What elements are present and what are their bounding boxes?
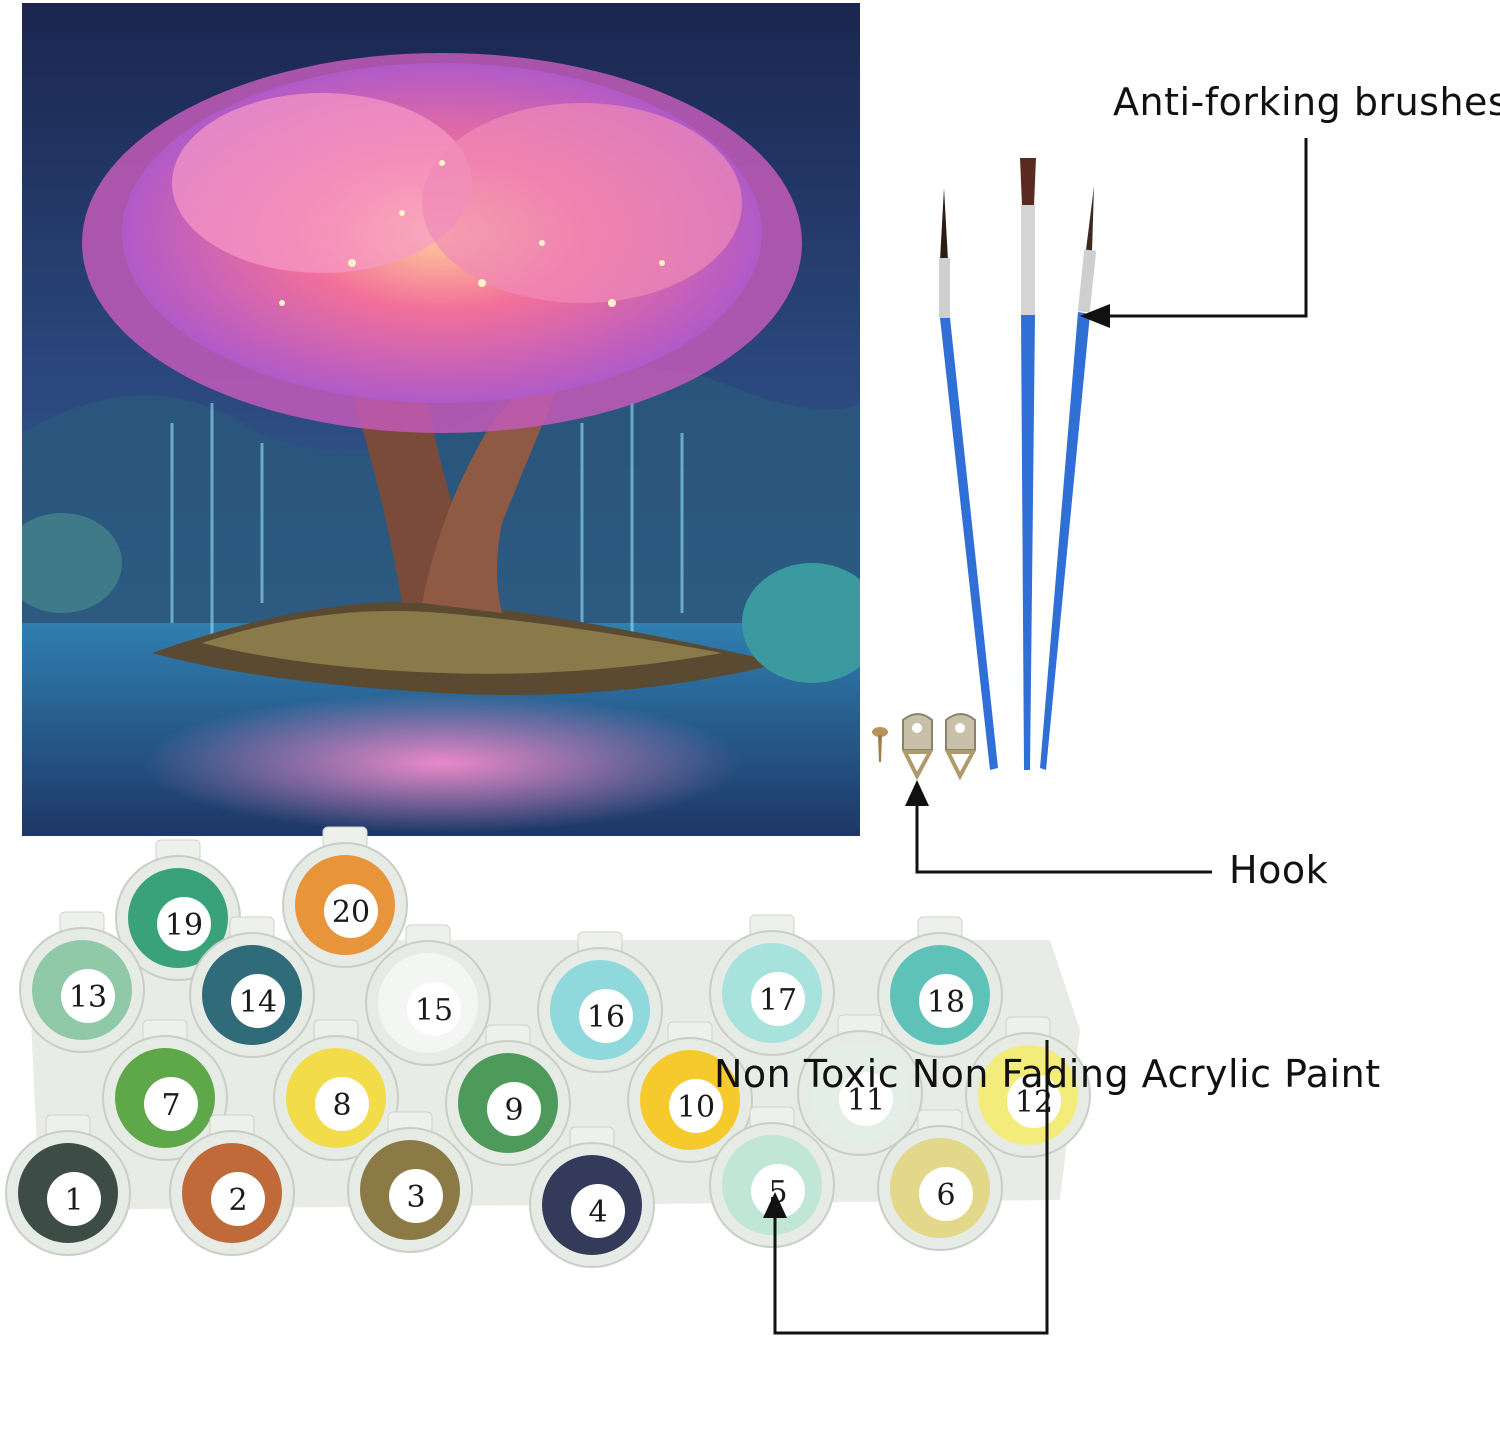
paint-pot-icon: 2	[169, 1114, 295, 1256]
paint-pot-icon: 15	[365, 924, 491, 1066]
paint-pot-icon: 8	[273, 1019, 399, 1161]
paint-pot-icon: 9	[445, 1024, 571, 1166]
paint-pot-icon: 18	[877, 916, 1003, 1058]
paint-pot-icon: 11	[797, 1014, 923, 1156]
paint-pot-number: 20	[332, 895, 370, 930]
hook-icon	[901, 713, 934, 781]
hook-icon	[944, 713, 977, 781]
brush-icon	[1020, 158, 1036, 770]
brushes-callout-line	[1105, 138, 1308, 318]
paint-pot-number: 6	[936, 1178, 955, 1213]
paint-pot-icon: 14	[189, 916, 315, 1058]
paint-pot-icon: 17	[709, 914, 835, 1056]
brush-icon	[939, 188, 998, 770]
paint-pot-icon: 16	[537, 931, 663, 1073]
paint-pot-number: 19	[165, 908, 203, 943]
paint-pot-number: 14	[239, 985, 277, 1020]
hook-callout-line	[915, 800, 1212, 874]
paint-pot-number: 11	[847, 1083, 885, 1118]
hook-arrow-icon	[905, 780, 929, 806]
brush-icon	[1040, 186, 1097, 770]
paint-pot-icon: 4	[529, 1126, 655, 1268]
paint-pot-number: 8	[332, 1088, 351, 1123]
brushes-label: Anti-forking brushes	[1113, 80, 1500, 124]
brushes-arrow-icon	[1080, 304, 1110, 328]
paint-pot-number: 17	[759, 983, 797, 1018]
paint-pot-icon: 3	[347, 1111, 473, 1253]
paint-pot-number: 9	[504, 1093, 523, 1128]
paint-pot-number: 15	[415, 993, 453, 1028]
paint-pot-icon: 20	[282, 826, 408, 968]
paint-callout-line	[773, 1040, 1049, 1335]
paint-pot-number: 7	[161, 1088, 180, 1123]
paint-pot-icon: 6	[877, 1109, 1003, 1251]
hook-label: Hook	[1229, 848, 1329, 892]
paint-pot-icon: 13	[19, 911, 145, 1053]
paint-pot-icon: 1	[5, 1114, 131, 1256]
paint-pot-number: 4	[588, 1195, 607, 1230]
screw-icon	[872, 727, 888, 762]
paint-pot-icon: 7	[102, 1019, 228, 1161]
paint-label: Non Toxic Non Fading Acrylic Paint	[714, 1052, 1381, 1096]
paint-pot-number: 16	[587, 1000, 625, 1035]
paint-pot-number: 3	[406, 1180, 425, 1215]
paint-pot-number: 10	[677, 1090, 715, 1125]
paint-pot-number: 1	[64, 1183, 83, 1218]
painting-image	[22, 3, 860, 836]
paint-pot-number: 13	[69, 980, 107, 1015]
paint-pot-icon: 10	[627, 1021, 753, 1163]
paint-arrow-icon	[763, 1192, 787, 1218]
paint-pot-number: 2	[228, 1183, 247, 1218]
paint-pot-number: 18	[927, 985, 965, 1020]
